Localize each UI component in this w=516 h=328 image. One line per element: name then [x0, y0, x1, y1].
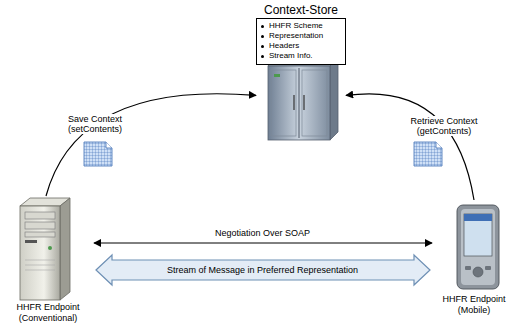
item-text: Stream Info. [269, 51, 313, 61]
icon-space [6, 196, 90, 302]
edge-label: Stream of Message in Preferred Represent… [165, 265, 360, 275]
edge-label: Negotiation Over SOAP [213, 228, 312, 238]
endpoint-node: HHFR Endpoint (Mobile) [436, 200, 512, 316]
mobile-device [457, 205, 499, 289]
icon-space [436, 200, 512, 294]
endpoint-label: HHFR Endpoint (Mobile) [439, 294, 509, 316]
list-item: Representation [261, 31, 342, 41]
bullet [261, 35, 264, 38]
list-item: Stream Info. [261, 51, 342, 61]
store-node: Context-StoreHHFR SchemeRepresentationHe… [256, 3, 346, 141]
list-item: Headers [261, 41, 342, 51]
edge-label: Save Context (setContents) [60, 114, 130, 134]
edge-label: Retrieve Context (getContents) [405, 116, 483, 136]
document-icon [84, 142, 112, 166]
bullet [261, 25, 264, 28]
bullet [261, 55, 264, 58]
item-text: Headers [269, 41, 299, 51]
connector [346, 94, 474, 200]
item-text: Representation [269, 31, 323, 41]
document-icon [414, 142, 442, 166]
list-item: HHFR Scheme [261, 21, 342, 31]
endpoint-node: HHFR Endpoint (Conventional) [6, 196, 90, 324]
item-text: HHFR Scheme [269, 21, 323, 31]
contents-box: HHFR SchemeRepresentationHeadersStream I… [256, 18, 346, 65]
store-title: Context-Store [256, 3, 346, 17]
connector [46, 94, 256, 196]
stream-arrow [96, 255, 430, 285]
connector [94, 243, 432, 244]
bullet [261, 45, 264, 48]
endpoint-label: HHFR Endpoint (Conventional) [13, 302, 83, 324]
server-tower [20, 198, 70, 300]
server-rack [268, 58, 338, 140]
